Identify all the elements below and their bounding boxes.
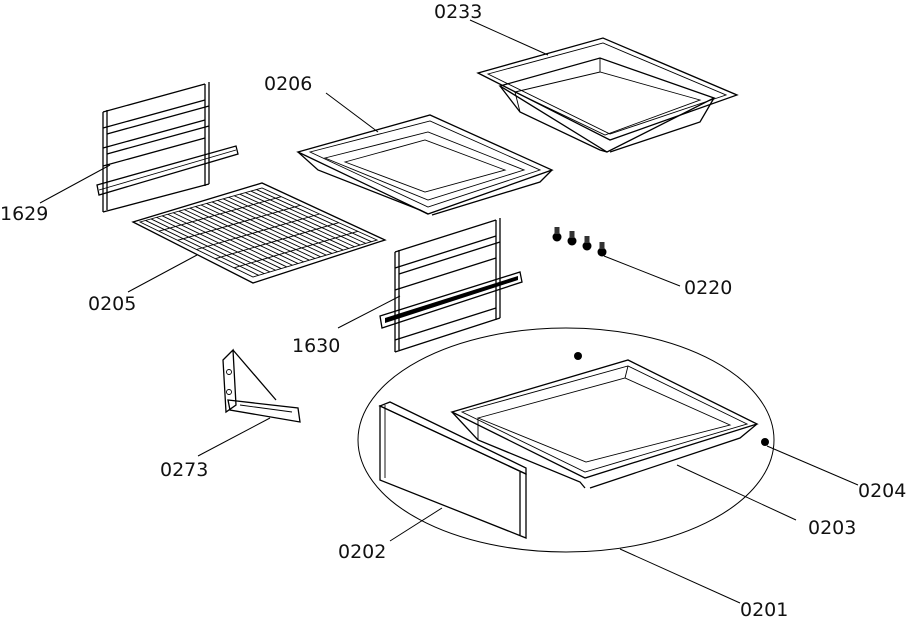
label-0203: 0203 bbox=[808, 517, 856, 539]
label-0202: 0202 bbox=[338, 541, 386, 563]
label-0273: 0273 bbox=[160, 459, 208, 481]
part-0206-shallow-tray[interactable] bbox=[296, 114, 554, 216]
screw-shank bbox=[599, 242, 605, 249]
part-0233-deep-tray[interactable] bbox=[476, 37, 739, 153]
label-0220: 0220 bbox=[684, 277, 732, 299]
part-0203-drawer-pan[interactable] bbox=[450, 359, 759, 489]
label-1629: 1629 bbox=[0, 203, 48, 225]
screw-shank bbox=[584, 236, 590, 243]
shelf-cross-wire bbox=[215, 222, 339, 260]
part-0220-screws[interactable] bbox=[552, 227, 607, 257]
part-0205-wire-shelf[interactable] bbox=[131, 182, 387, 284]
screw-icon bbox=[552, 232, 562, 242]
shelf-cross-wire bbox=[158, 196, 282, 232]
label-0206: 0206 bbox=[264, 73, 312, 95]
screw-icon bbox=[567, 236, 577, 246]
label-1630: 1630 bbox=[292, 335, 340, 357]
label-0201: 0201 bbox=[740, 599, 788, 621]
shelf-cross-wire bbox=[177, 204, 301, 241]
part-1630-right-rail[interactable] bbox=[379, 218, 523, 353]
label-0233: 0233 bbox=[434, 1, 482, 23]
leader-lines bbox=[39, 19, 859, 604]
part-0202-front-panel[interactable] bbox=[378, 401, 527, 539]
screw-shank bbox=[554, 227, 560, 234]
label-0204: 0204 bbox=[858, 480, 906, 502]
part-0201-drawer-assembly-ring[interactable] bbox=[357, 327, 775, 553]
part-0204-fasteners[interactable] bbox=[574, 352, 769, 446]
part-1629-left-rail[interactable] bbox=[96, 82, 239, 213]
shelf-cross-wire bbox=[234, 230, 358, 269]
label-0205: 0205 bbox=[88, 293, 136, 315]
screw-icon bbox=[582, 241, 592, 251]
screw-shank bbox=[569, 231, 575, 238]
shelf-cross-wire bbox=[196, 213, 320, 250]
part-0273-bracket[interactable] bbox=[222, 348, 301, 423]
screw-icon bbox=[597, 247, 607, 257]
